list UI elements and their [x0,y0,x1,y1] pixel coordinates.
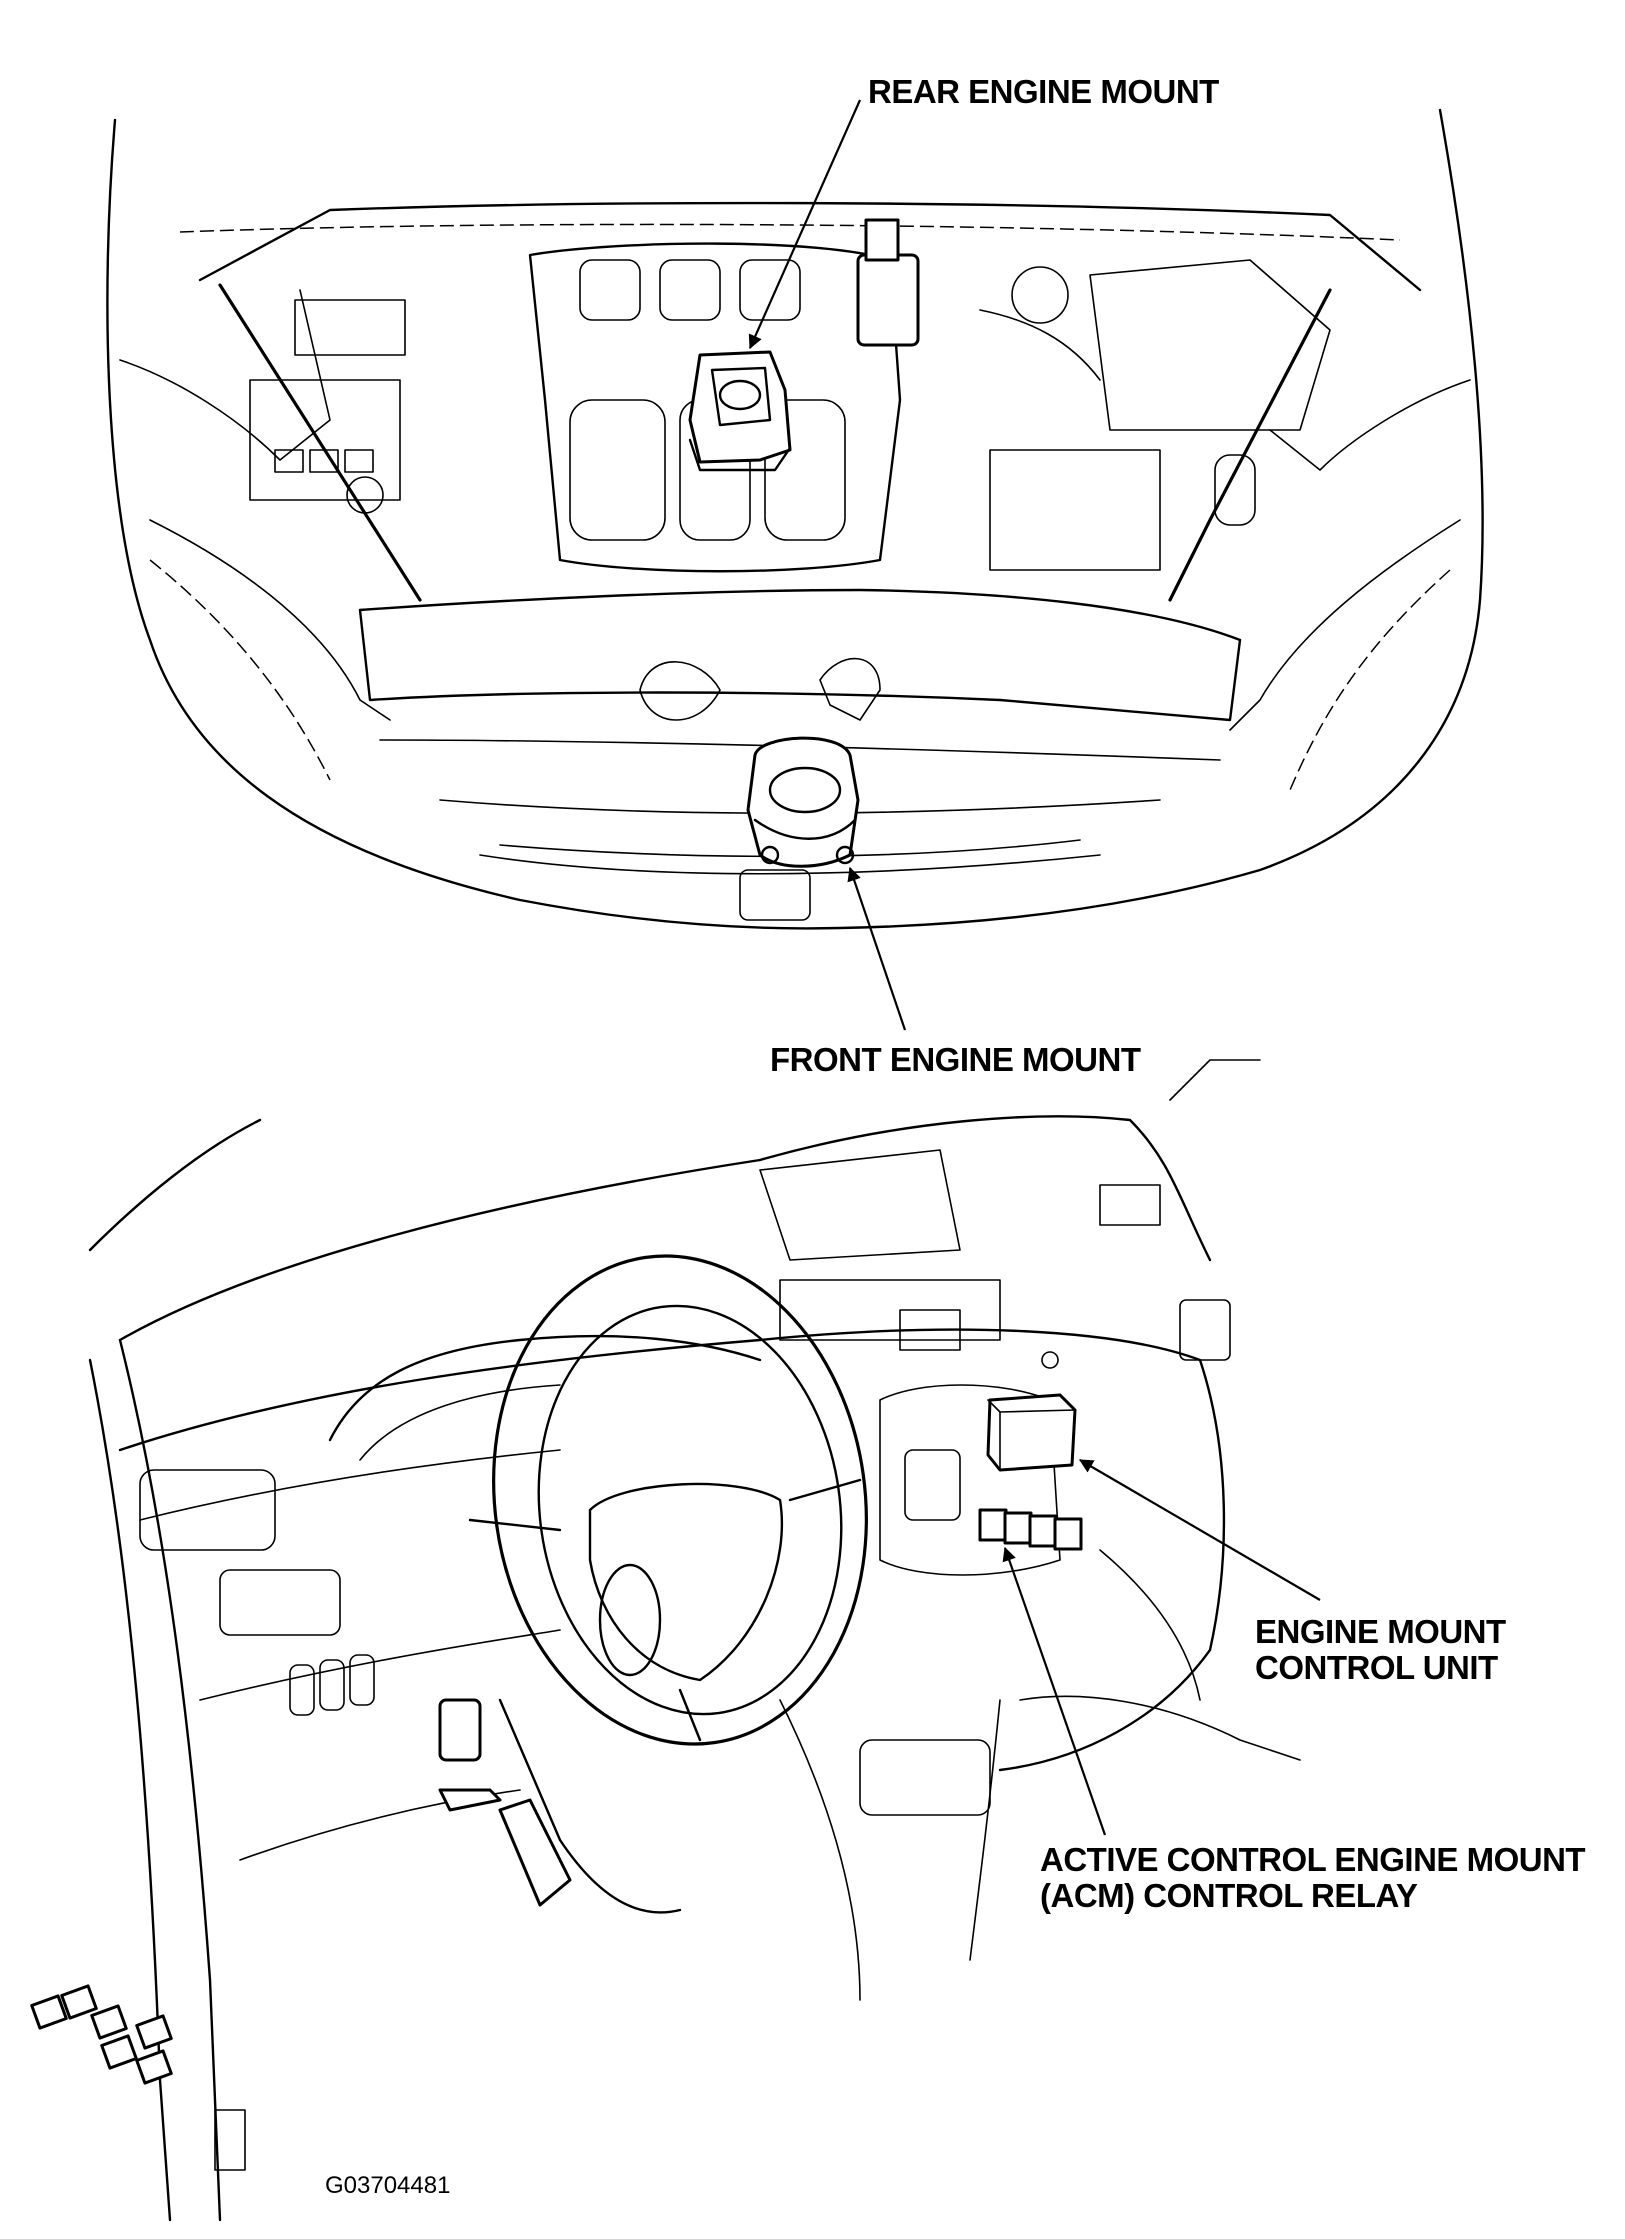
left-air-vent [139,1469,276,1551]
left-bumper-line [149,559,331,781]
intake-plenum-port [659,259,721,321]
right-compartment-edge [1168,288,1332,602]
navigation-screen [759,1149,961,1261]
left-fender-inner [119,289,331,461]
passenger-vent [1099,1184,1161,1226]
dashboard-upper [118,1328,1226,1772]
grille-bottom [479,854,1101,875]
console-box [859,1739,991,1816]
glovebox-latch [1179,1299,1231,1361]
switch-icon [349,1654,375,1706]
steering-wheel [468,1254,868,1746]
console-side-right [969,1699,1001,1961]
intake-plenum-port [739,259,801,321]
rear-engine-mount-label: REAR ENGINE MOUNT [868,73,1219,110]
right-bumper-line [1289,569,1451,791]
door-frame-outer [88,1358,172,2222]
air-cleaner-box [1089,259,1331,431]
left-compartment-edge [218,283,422,602]
battery-cell-icon [344,449,374,473]
solenoid-connector [864,218,900,262]
throttle-body [579,259,641,321]
engine-mount-control-unit-label-line1: ENGINE MOUNT [1255,1613,1506,1650]
rear-engine-mount [688,350,792,472]
dash-top-right [758,1115,1212,1262]
dashboard-crease-left [139,1449,561,1521]
cowl-line [179,223,1401,241]
reservoir [1214,454,1256,526]
glovebox-lower [1019,1695,1301,1761]
front-mount-leader [847,866,907,1031]
figure-code: G03704481 [325,2172,451,2199]
battery-cell-icon [309,449,339,473]
radiator-support [358,588,1242,642]
indicator-dot [1041,1351,1059,1369]
interior-dashboard-view [30,1059,1301,2222]
brake-pedal [498,1798,572,1907]
rear-mount-leader [748,99,862,350]
callout-leaders [748,99,1321,1836]
left-headlight-edge [149,519,391,721]
front-engine-mount-label: FRONT ENGINE MOUNT [770,1041,1141,1078]
windshield-base [118,1158,762,1342]
engine-mount-control-unit [986,1393,1077,1472]
kick-panel-relays [30,1984,173,2085]
battery [249,379,401,501]
right-fender-inner [1269,379,1471,471]
front-bumper-top [358,608,1242,722]
acm-control-relay-label-line1: ACTIVE CONTROL ENGINE MOUNT [1040,1841,1586,1878]
hood-release-shape [639,661,721,721]
center-console [879,1384,1061,1576]
engine-mount-control-unit-label-line2: CONTROL UNIT [1255,1649,1498,1686]
acm-control-relay [978,1508,1083,1551]
brake-pedal-bracket [438,1788,502,1812]
switch-icon [289,1664,315,1716]
engine-block [528,242,902,573]
intake-duct [979,309,1101,381]
instrument-hood [328,1334,762,1442]
oil-cap [1011,266,1069,324]
brake-pedal-switch [438,1698,482,1762]
hood-latch-shape [819,657,881,721]
dashboard-lower-left [199,1629,561,1701]
fuse-box [294,299,406,356]
vehicle-body-outline [106,108,1484,930]
vacuum-solenoid [856,253,920,347]
engine-compartment-view [106,108,1484,930]
control-unit-leader [1078,1459,1321,1601]
steering-column [498,1698,682,1914]
hazard-button [899,1309,961,1351]
front-engine-mount [746,736,860,868]
ecm-box [989,449,1161,571]
control-knob [904,1449,961,1521]
glovebox-edge [1099,1549,1201,1701]
washer-cap [346,476,384,514]
center-vents [779,1279,1001,1341]
door-handle-slot [214,2109,246,2171]
dimmer-panel [219,1569,341,1636]
tow-hook-cover [739,869,811,921]
windshield-corner [1169,1059,1261,1101]
acm-relay-leader [1002,1546,1107,1836]
acm-control-relay-label-line2: (ACM) CONTROL RELAY [1040,1877,1418,1914]
intake-runner [569,399,666,541]
hood-opening-edge [198,201,1422,292]
switch-icon [319,1659,345,1711]
console-side-left [779,1699,861,2001]
bumper-crease [379,739,1221,761]
battery-terminal-icon [274,449,304,473]
door-frame-front [118,1338,222,2222]
right-headlight-edge [1229,519,1461,731]
instrument-cluster [359,1384,561,1461]
a-pillar-left [88,1118,262,1252]
